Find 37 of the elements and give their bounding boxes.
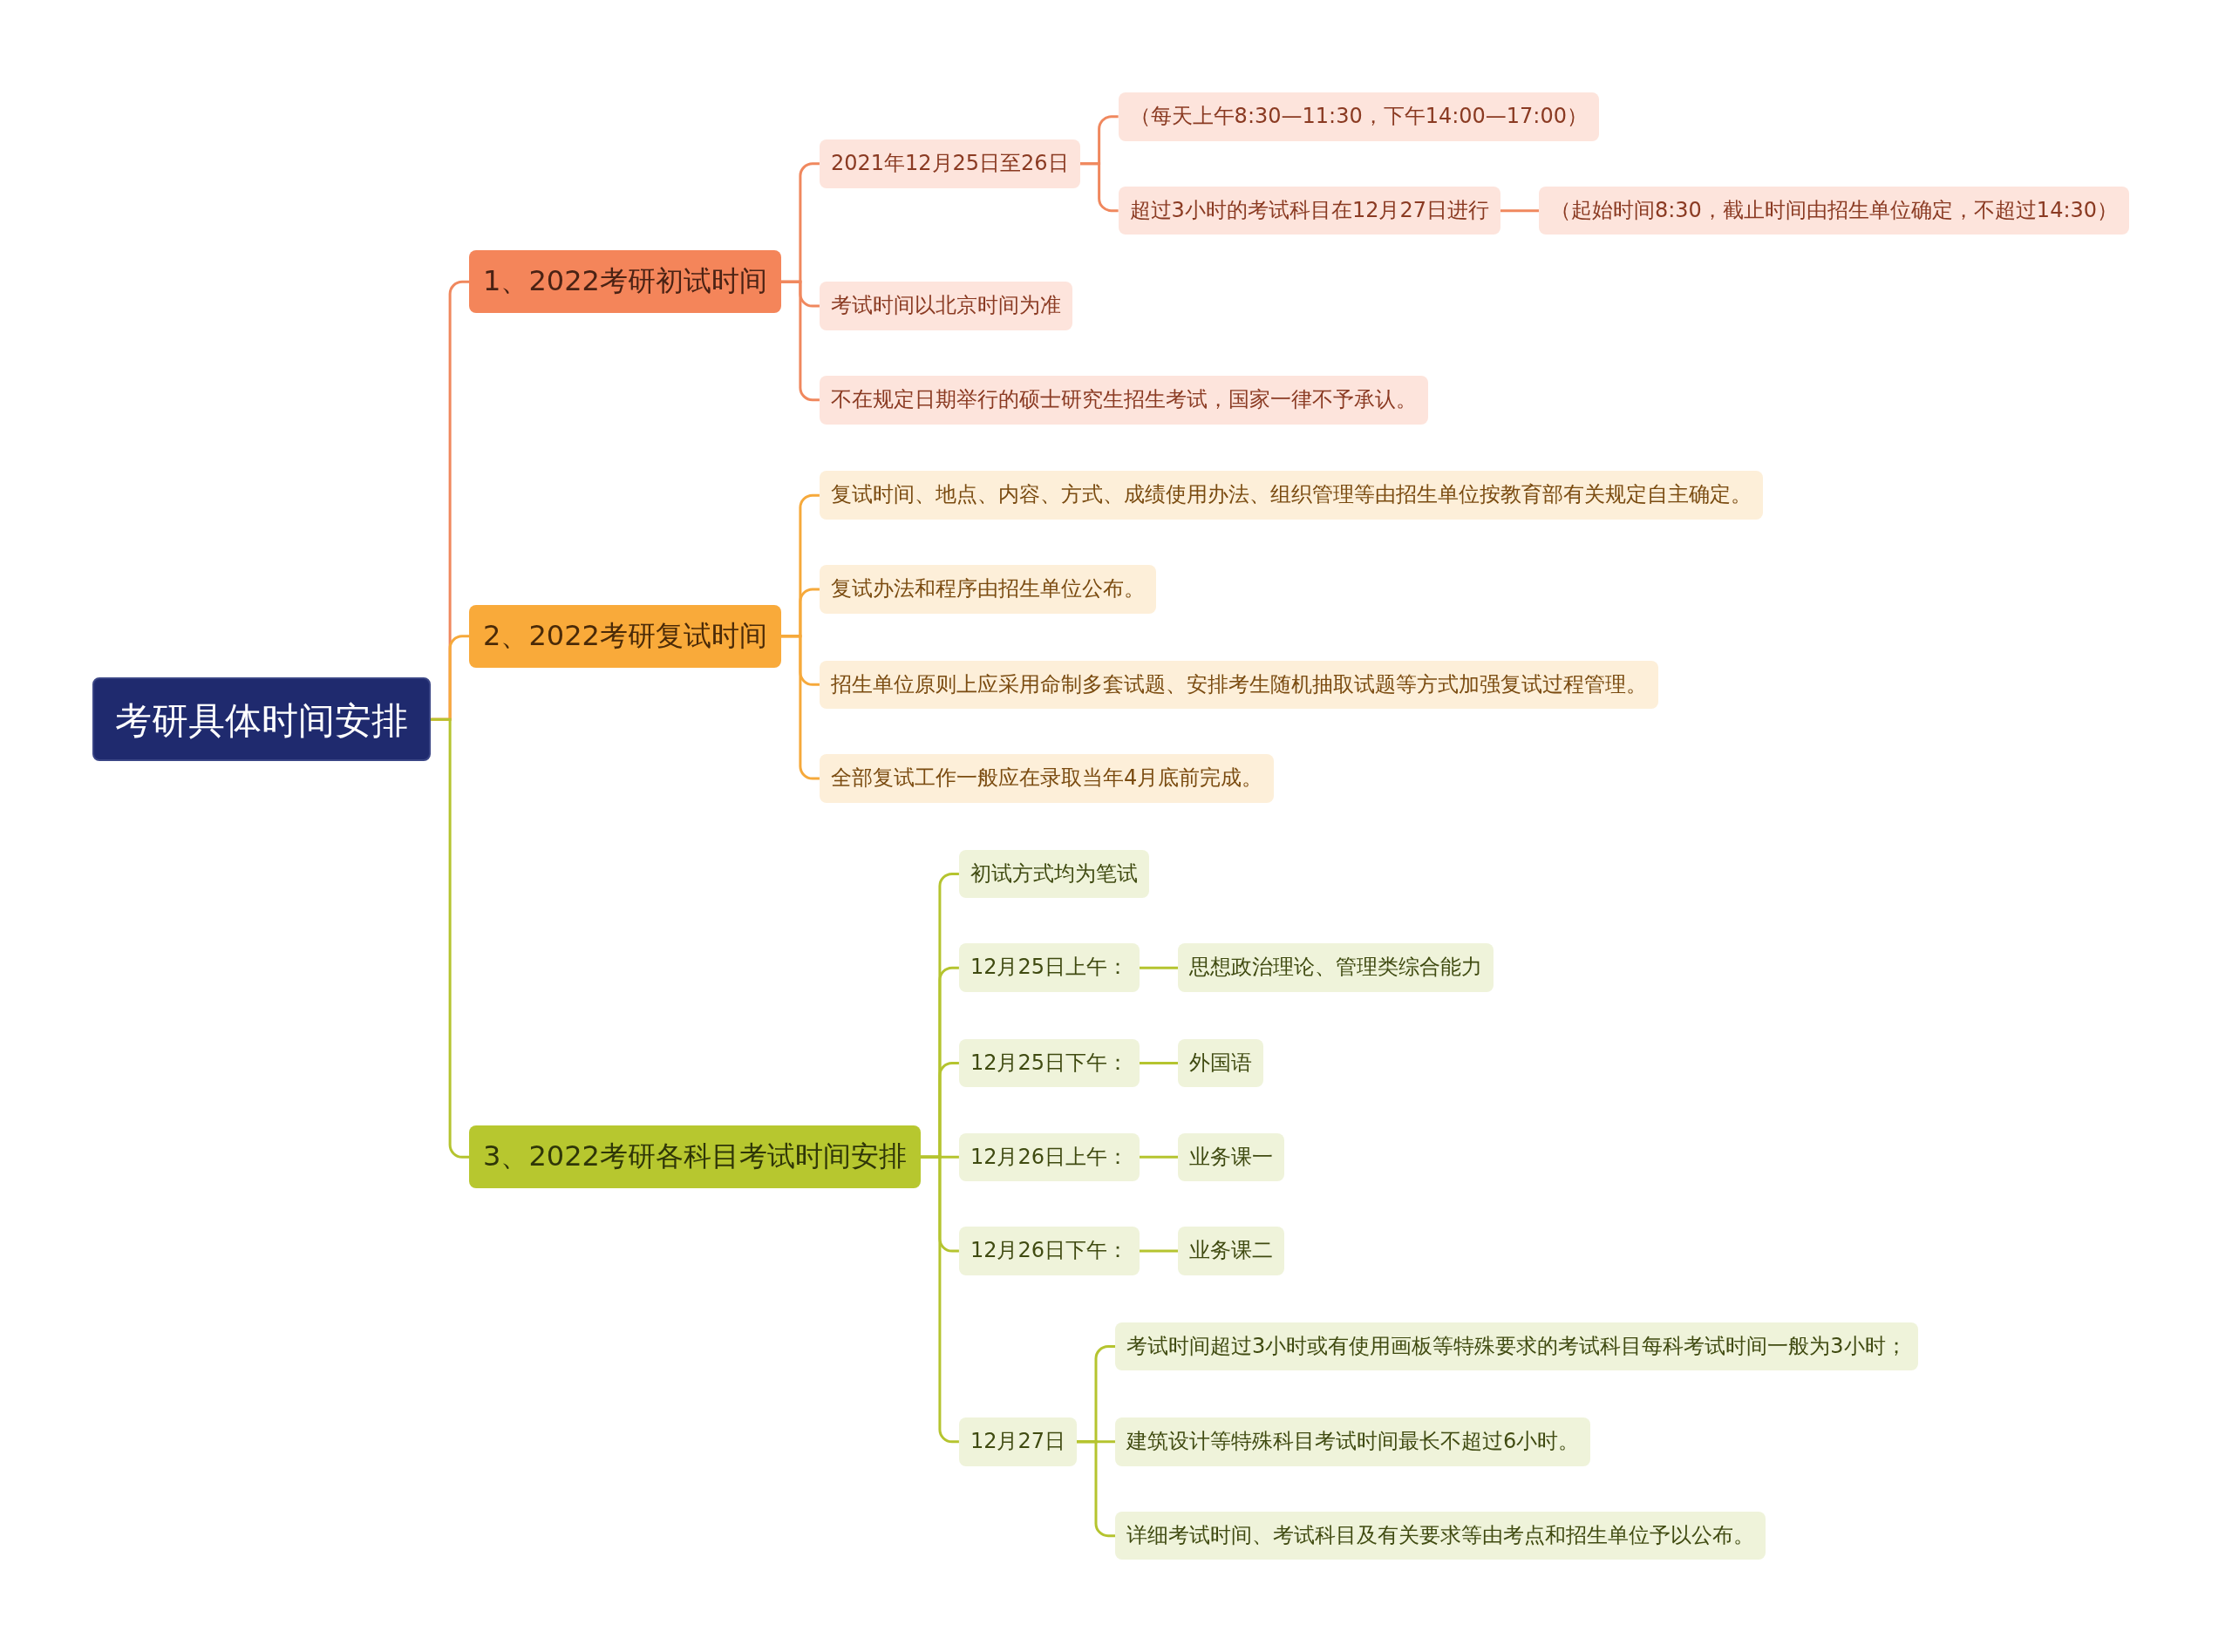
subtopic-box: 超过3小时的考试科目在12月27日进行	[1118, 186, 1500, 235]
subtopic-box: （起始时间8:30，截止时间由招生单位确定，不超过14:30）	[1538, 186, 2130, 235]
connector-line	[1140, 1155, 1178, 1159]
branch-topic: 1、2022考研初试时间	[469, 250, 781, 314]
subtopic-box: 12月26日下午：	[958, 1227, 1140, 1275]
connector-line	[1500, 209, 1539, 213]
branch-topic: 3、2022考研各科目考试时间安排	[469, 1125, 921, 1189]
subtopic-box: 12月26日上午：	[958, 1132, 1140, 1182]
subtopic-box: 不在规定日期举行的硕士研究生招生考试，国家一律不予承认。	[819, 376, 1428, 425]
subtopic-box: 考试时间超过3小时或有使用画板等特殊要求的考试科目每科考试时间一般为3小时；	[1115, 1322, 1918, 1371]
subtopic-box: 招生单位原则上应采用命制多套试题、安排考生随机抽取试题等方式加强复试过程管理。	[819, 660, 1658, 710]
subtopic-box: 建筑设计等特殊科目考试时间最长不超过6小时。	[1115, 1417, 1591, 1466]
subtopic-box: 全部复试工作一般应在录取当年4月底前完成。	[819, 754, 1275, 803]
branch-topic: 2、2022考研复试时间	[469, 604, 781, 668]
connector-line	[780, 280, 820, 402]
root-topic: 考研具体时间安排	[92, 677, 432, 762]
subtopic-box: 初试方式均为笔试	[958, 849, 1149, 899]
subtopic-box: 复试办法和程序由招生单位公布。	[819, 565, 1156, 614]
connector-line	[1140, 966, 1178, 969]
subtopic-box: 业务课一	[1178, 1132, 1284, 1182]
subtopic-box: 业务课二	[1178, 1227, 1284, 1275]
subtopic-box: （每天上午8:30—11:30，下午14:00—17:00）	[1118, 92, 1599, 141]
subtopic-box: 12月27日	[958, 1417, 1077, 1466]
subtopic-box: 详细考试时间、考试科目及有关要求等由考点和招生单位予以公布。	[1115, 1511, 1766, 1560]
subtopic-box: 考试时间以北京时间为准	[819, 282, 1072, 330]
subtopic-box: 外国语	[1178, 1038, 1263, 1088]
connector-line	[1140, 1062, 1178, 1065]
connector-line	[780, 635, 820, 780]
connector-line	[1140, 1249, 1178, 1253]
connector-line	[1077, 1440, 1115, 1538]
subtopic-box: 思想政治理论、管理类综合能力	[1178, 943, 1494, 992]
subtopic-box: 12月25日下午：	[958, 1038, 1140, 1088]
subtopic-box: 12月25日上午：	[958, 943, 1140, 992]
connector-line	[1079, 162, 1119, 213]
subtopic-box: 复试时间、地点、内容、方式、成绩使用办法、组织管理等由招生单位按教育部有关规定自主确定。	[819, 471, 1763, 520]
subtopic-box: 2021年12月25日至26日	[819, 139, 1080, 188]
connector-line	[920, 1155, 959, 1444]
